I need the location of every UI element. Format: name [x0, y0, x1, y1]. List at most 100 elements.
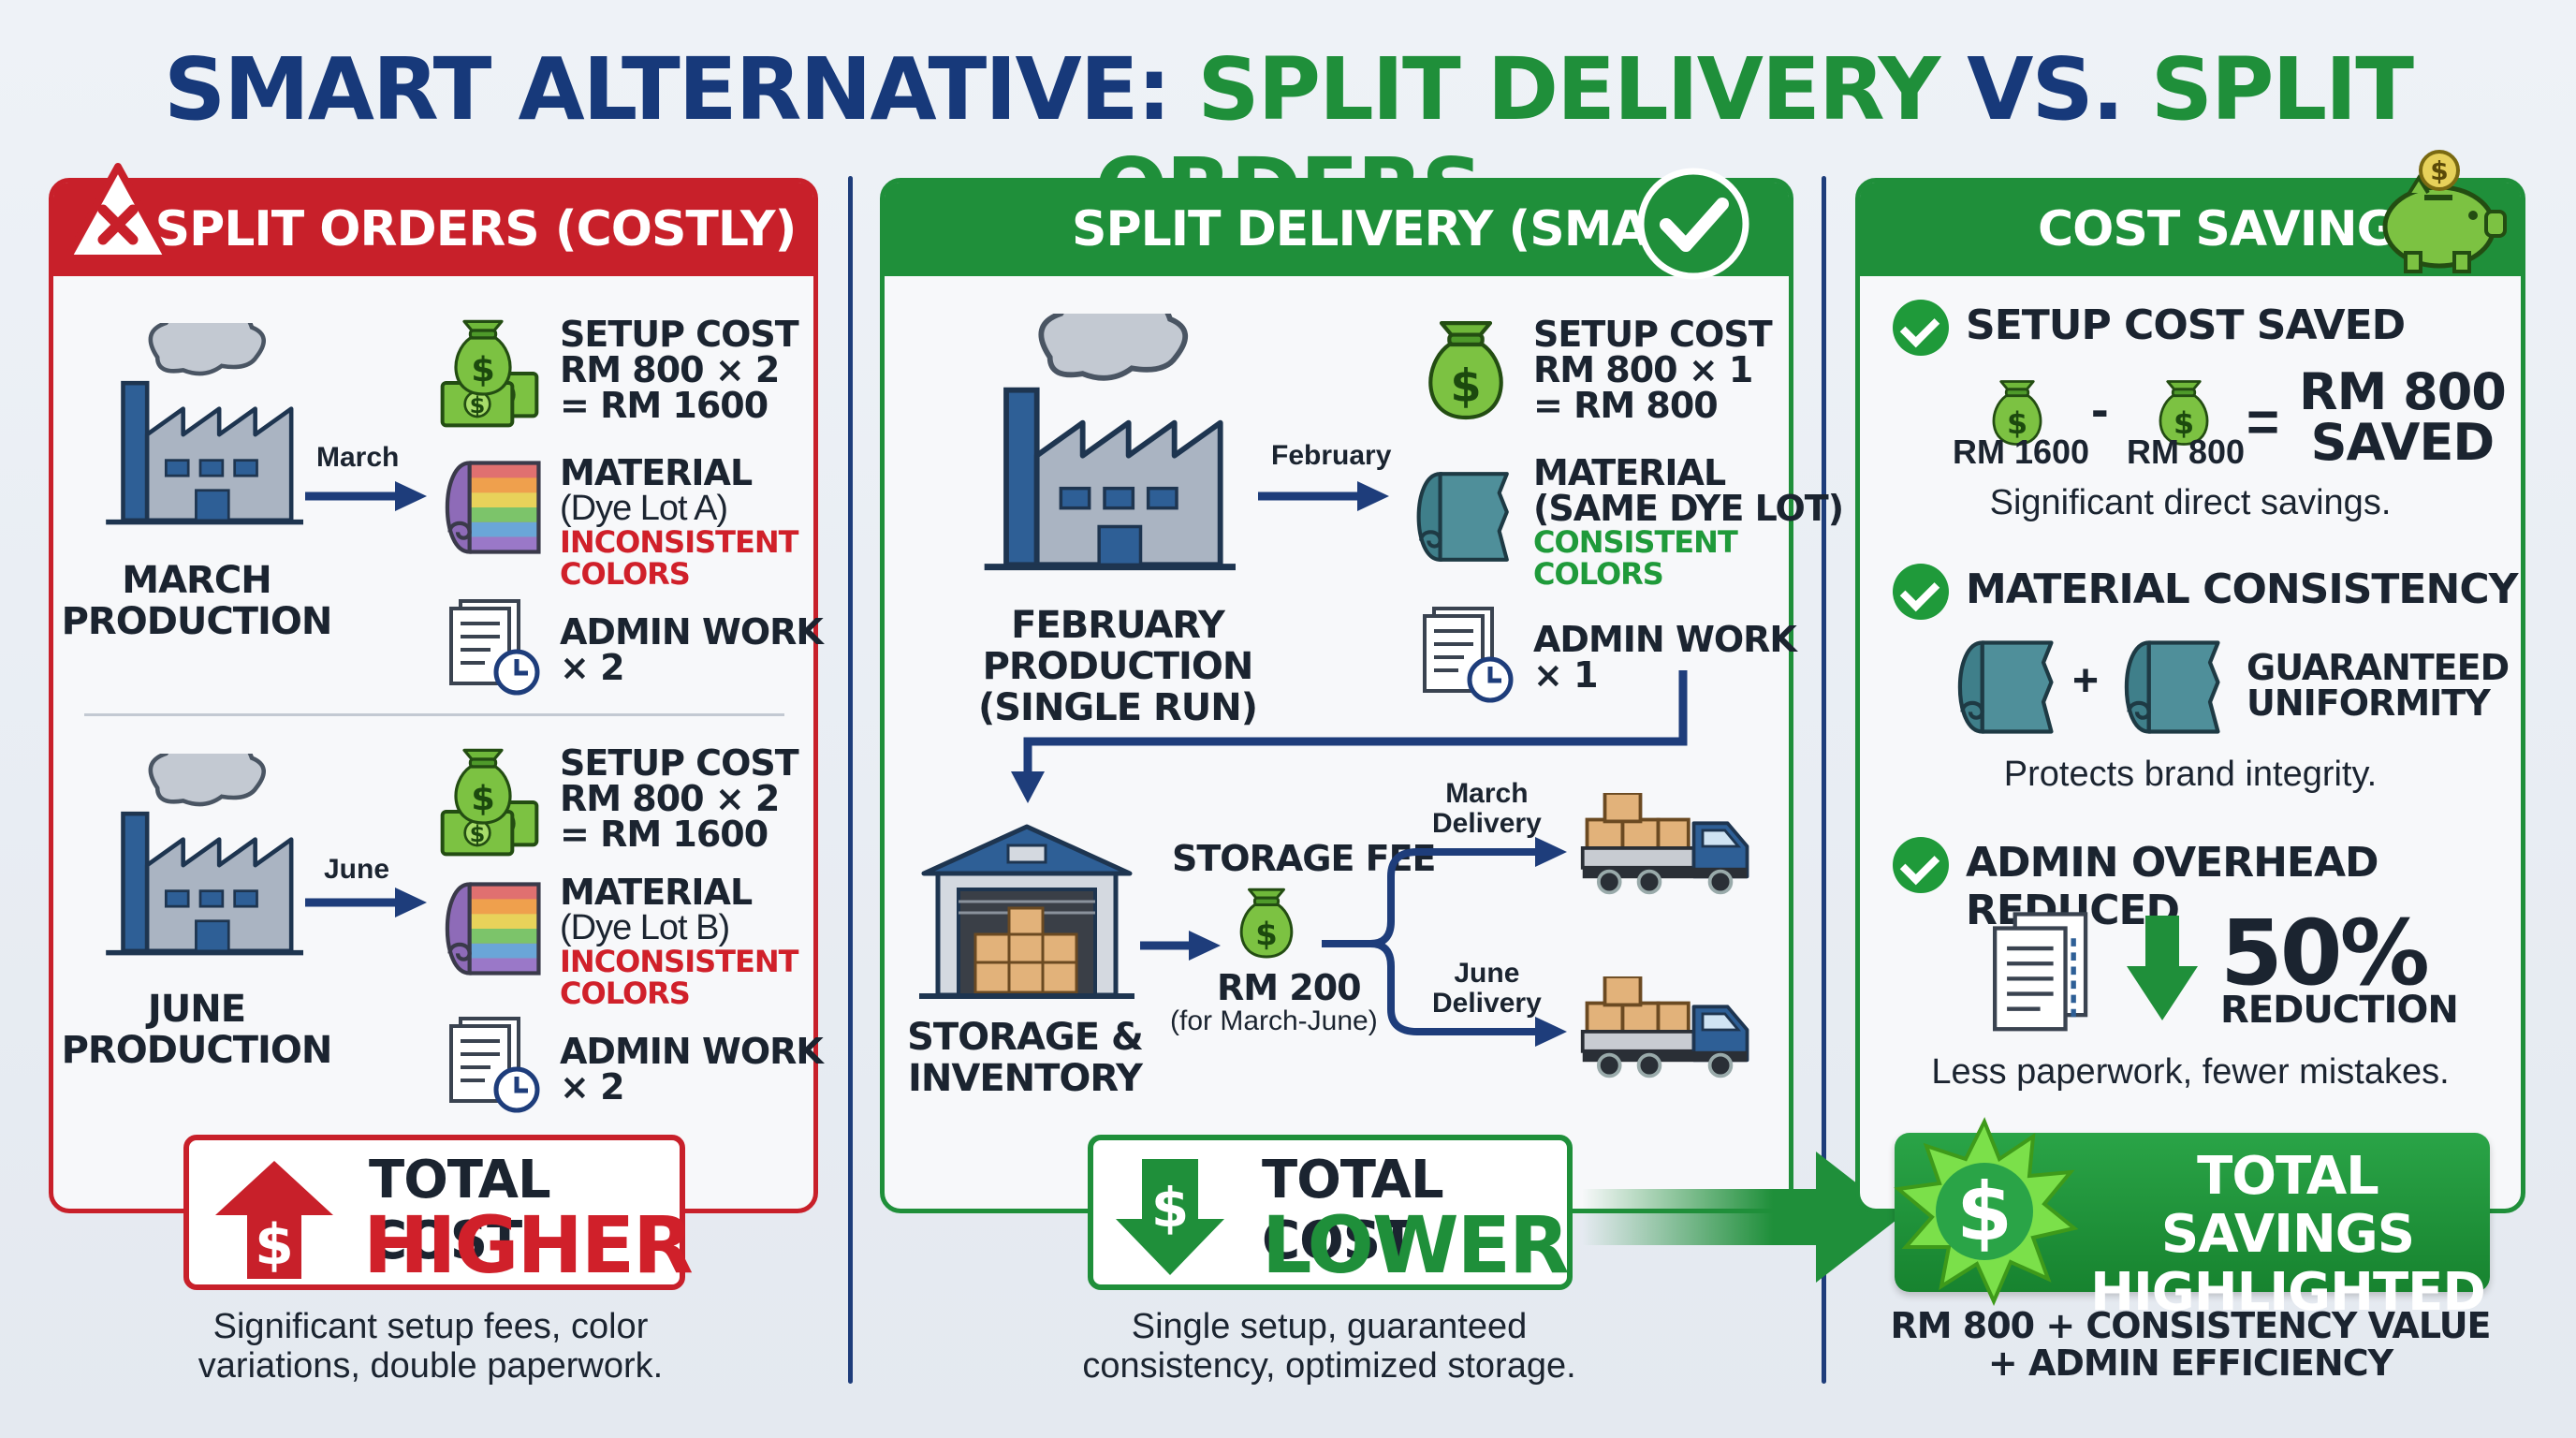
check-icon [1893, 564, 1949, 620]
material-uniformity: GUARANTEED UNIFORMITY [2247, 647, 2510, 721]
june-production-label: JUNE PRODUCTION [56, 989, 337, 1071]
check-icon [1893, 837, 1949, 893]
total-savings-caption: RM 800 + CONSISTENCY VALUE + ADMIN EFFIC… [1872, 1307, 2509, 1382]
total-cost-higher-box: $ TOTAL COST HIGHER [183, 1135, 694, 1290]
middle-setup-line1: SETUP COST [1533, 314, 1773, 355]
middle-setup-line2: RM 800 × 1 [1533, 349, 1753, 390]
march-production-label: MARCH PRODUCTION [56, 560, 337, 642]
fabric-roll-teal-icon [1412, 464, 1516, 569]
total-savings-line2: HIGHLIGHTED [2090, 1262, 2486, 1323]
march-admin-work: ADMIN WORK × 2 [560, 614, 824, 688]
middle-material-line4: COLORS [1533, 556, 1664, 592]
june-material: MATERIAL (Dye Lot B) INCONSISTENT COLORS [560, 874, 798, 1009]
title-part-3: VS. [1939, 39, 2151, 139]
march-material-line3: INCONSISTENT [560, 524, 798, 560]
june-admin-work: ADMIN WORK × 2 [560, 1031, 824, 1108]
march-setup-cost: SETUP COST RM 800 × 2 = RM 1600 [560, 316, 799, 423]
june-delivery-line1: June [1454, 958, 1520, 989]
dollar-starburst-icon: $ [1894, 1117, 2079, 1306]
money-bag-icon [1232, 884, 1301, 961]
june-delivery-line2: Delivery [1432, 988, 1542, 1019]
setup-saved-line1: RM 800 [2299, 362, 2507, 421]
arrow-right-icon [305, 888, 427, 917]
setup-amount-before: RM 1600 [1953, 433, 2090, 471]
middle-admin-line2: × 1 [1533, 654, 1599, 696]
column-divider-right [1822, 176, 1826, 1384]
connector-arrow-icon [1011, 670, 1688, 803]
march-production-label-line2: PRODUCTION [61, 600, 333, 643]
document-clock-icon [444, 595, 547, 698]
middle-material-line3: CONSISTENT [1533, 524, 1738, 560]
middle-material-line1: MATERIAL [1533, 452, 1726, 493]
admin-reduction-percent: 50% [2220, 901, 2430, 1005]
admin-reduction-word: REDUCTION [2220, 989, 2459, 1032]
middle-setup-line3: = RM 800 [1533, 385, 1719, 426]
split-orders-caption-line1: Significant setup fees, color [212, 1307, 649, 1346]
warehouse-icon [919, 822, 1134, 1000]
total-cost-lower-text: LOWER [1262, 1199, 1570, 1291]
svg-text:$: $ [1151, 1176, 1189, 1240]
total-savings-line1: TOTAL SAVINGS [2160, 1146, 2415, 1265]
svg-text:$: $ [1956, 1166, 2012, 1259]
june-setup-line3: = RM 1600 [560, 814, 768, 855]
split-delivery-header-text: SPLIT DELIVERY (SMART) [1072, 201, 1737, 257]
column-divider-left [848, 176, 853, 1384]
june-production-label-line2: PRODUCTION [61, 1029, 333, 1072]
document-clock-icon [444, 1013, 547, 1116]
june-setup-cost: SETUP COST RM 800 × 2 = RM 1600 [560, 742, 799, 855]
june-material-line2: (Dye Lot B) [560, 908, 730, 947]
material-consistency-heading: MATERIAL CONSISTENCY [1966, 565, 2518, 613]
title-part-1: SMART ALTERNATIVE: [163, 39, 1198, 139]
material-caption: Protects brand integrity. [2003, 755, 2378, 794]
row-separator [84, 713, 784, 716]
admin-caption: Less paperwork, fewer mistakes. [1931, 1052, 2450, 1092]
february-production-label: FEBRUARY PRODUCTION (SINGLE RUN) [902, 605, 1333, 728]
june-admin-line2: × 2 [560, 1066, 625, 1108]
march-delivery-label: March Delivery [1432, 779, 1542, 839]
big-arrow-right-icon [1582, 1152, 1900, 1283]
storage-amount: RM 200 [1217, 967, 1362, 1008]
setup-saved-result: RM 800 SAVED [2299, 367, 2507, 468]
factory-icon [973, 300, 1236, 590]
svg-text:$: $ [2430, 155, 2448, 186]
money-stack-icon [436, 748, 549, 856]
split-delivery-caption: Single setup, guaranteed consistency, op… [992, 1307, 1666, 1386]
march-production-label-line1: MARCH [122, 559, 271, 602]
title-part-2: SPLIT DELIVERY [1197, 39, 1940, 139]
june-arrow-label: June [324, 854, 390, 885]
arrow-down-icon [2127, 916, 2198, 1020]
june-admin-line1: ADMIN WORK [560, 1031, 824, 1072]
june-material-line3: INCONSISTENT [560, 944, 798, 979]
middle-admin-work: ADMIN WORK × 1 [1533, 619, 1797, 696]
middle-material-line2: (SAME DYE LOT) [1533, 488, 1844, 529]
february-production-label-line2: (SINGLE RUN) [977, 686, 1258, 729]
split-orders-header-text: SPLIT ORDERS (COSTLY) [154, 201, 798, 257]
material-uniformity-line1: GUARANTEED [2247, 647, 2510, 688]
middle-admin-line1: ADMIN WORK [1533, 619, 1797, 660]
march-delivery-line1: March [1445, 778, 1529, 809]
arrow-right-icon [1258, 481, 1389, 511]
arrow-right-icon [1140, 931, 1221, 961]
march-admin-line2: × 2 [560, 647, 625, 688]
storage-inventory-label: STORAGE & INVENTORY [889, 1017, 1161, 1099]
setup-cost-saved-heading: SETUP COST SAVED [1966, 301, 2406, 349]
setup-amount-after: RM 800 [2127, 433, 2246, 471]
march-material-line2: (Dye Lot A) [560, 489, 728, 528]
money-bag-icon [1417, 315, 1515, 423]
june-setup-line1: SETUP COST [560, 742, 799, 784]
march-material-line1: MATERIAL [560, 452, 753, 493]
plus-sign: + [2072, 656, 2100, 706]
split-delivery-caption-line1: Single setup, guaranteed [1131, 1307, 1528, 1346]
split-orders-caption-line2: variations, double paperwork. [198, 1346, 664, 1386]
middle-material: MATERIAL (SAME DYE LOT) CONSISTENT COLOR… [1533, 452, 1844, 592]
total-savings-text: TOTAL SAVINGS HIGHLIGHTED [2086, 1148, 2490, 1322]
total-savings-caption-line1: RM 800 + CONSISTENCY VALUE [1890, 1305, 2491, 1346]
february-arrow-label: February [1271, 440, 1392, 471]
march-material: MATERIAL (Dye Lot A) INCONSISTENT COLORS [560, 455, 798, 590]
total-cost-label: TOTAL COST [1262, 1150, 1444, 1271]
setup-saved-line2: SAVED [2310, 413, 2496, 472]
factory-icon [97, 740, 303, 974]
arrow-up-dollar-icon: $ [215, 1161, 333, 1279]
storage-label-line1: STORAGE & [907, 1016, 1144, 1059]
february-production-label-line1: FEBRUARY PRODUCTION [982, 604, 1254, 688]
